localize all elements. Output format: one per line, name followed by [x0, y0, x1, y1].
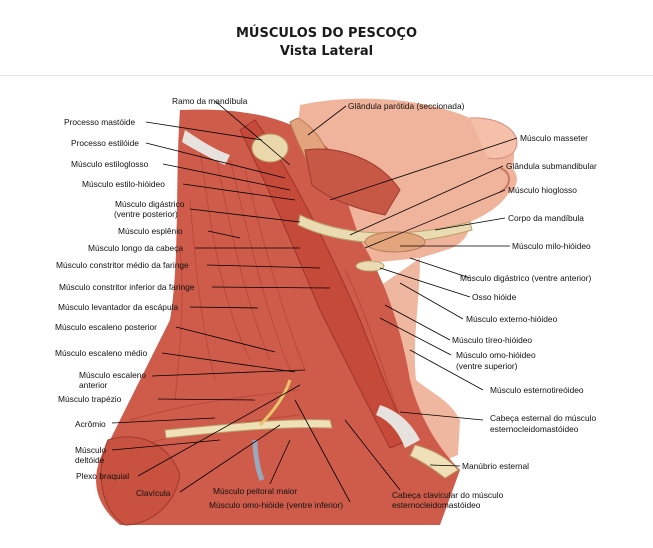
label-processo-mastoide: Processo mastóide	[64, 117, 136, 127]
label-constritor-medio: Músculo constritor médio da faringe	[56, 260, 189, 270]
clavicle-shape	[164, 419, 333, 439]
masseter-shape	[304, 148, 401, 216]
label-omo-hioideo-superior: Músculo omo-hióideo	[456, 350, 536, 360]
label-levantador-escapula: Músculo levantador da escápula	[58, 302, 179, 312]
label-ramo-mandibula: Ramo da mandíbula	[172, 96, 248, 106]
sternocleidomastoid-shape	[239, 119, 411, 449]
label-escaleno-posterior: Músculo escaleno posterior	[55, 322, 157, 332]
label-musculo-estiloglosso: Músculo estiloglosso	[71, 159, 149, 169]
label-corpo-mandibula: Corpo da mandíbula	[508, 213, 584, 223]
label-escaleno-anterior-sub: anterior	[79, 380, 108, 390]
page-subtitle: Vista Lateral	[279, 44, 374, 59]
label-cabeca-clavicular: Cabeça clavicular do músculo	[392, 490, 504, 500]
mandible-shape	[297, 214, 473, 244]
nose-shape	[469, 117, 518, 160]
label-omo-hioideo-superior-sub: (ventre superior)	[456, 361, 518, 371]
label-omo-hioideo-inferior: Músculo omo-hióide (ventre inferior)	[209, 500, 344, 510]
label-cabeca-esternal-sub: esternocleidomastóideo	[490, 424, 579, 434]
lips-shape	[499, 167, 510, 193]
label-clavicula: Clavícula	[136, 488, 171, 498]
neck-muscle-mass	[96, 109, 461, 525]
label-peitoral-maior: Músculo peitoral maior	[213, 486, 298, 496]
label-deltoide-sub: deltóide	[75, 455, 105, 465]
leader-lines	[111, 100, 518, 503]
deltoid-shape	[100, 436, 181, 526]
label-plexo-braquial: Plexo braquial	[76, 471, 130, 481]
label-osso-hioide: Osso hióide	[472, 292, 517, 302]
label-processo-estiloide: Processo estilóide	[71, 138, 139, 148]
page-title: MÚSCULOS DO PESCOÇO	[235, 26, 418, 41]
header-divider	[0, 75, 653, 76]
label-hioglosso: Músculo hioglosso	[508, 185, 577, 195]
label-musculo-digastrico-posterior: Músculo digástrico	[115, 199, 185, 209]
label-tireo-hioideo: Músculo tíreo-hióideo	[452, 335, 533, 345]
brachial-plexus-shape	[258, 379, 292, 427]
label-glandula-submandibular: Glândula submandibular	[506, 161, 597, 171]
upper-tendon-shape	[182, 130, 230, 165]
label-trapezio: Músculo trapézio	[58, 394, 122, 404]
label-digastrico-anterior: Músculo digástrico (ventre anterior)	[460, 273, 592, 283]
label-masseter: Músculo masseter	[520, 133, 588, 143]
label-deltoide: Músculo	[75, 445, 107, 455]
hyoid-bone-shape	[355, 260, 385, 272]
label-escaleno-anterior: Músculo escaleno	[79, 370, 147, 380]
label-escaleno-medio: Músculo escaleno médio	[55, 348, 148, 358]
label-glandula-parotida: Glândula parótida (seccionada)	[348, 101, 465, 111]
label-esternotireoideo: Músculo esternotireóideo	[490, 385, 584, 395]
label-musculo-estilo-hioideo: Músculo estilo-hióideo	[82, 179, 165, 189]
label-milo-hioideo: Músculo milo-hióideo	[512, 241, 591, 251]
submandibular-gland-shape	[364, 231, 426, 253]
label-musculo-longo-cabeca: Músculo longo da cabeça	[88, 243, 183, 253]
label-externo-hioideo: Músculo externo-hióideo	[466, 314, 558, 324]
label-manubrio: Manúbrio esternal	[462, 461, 530, 471]
label-cabeca-esternal: Cabeça esternal do músculo	[490, 413, 597, 423]
label-acromio: Acrômio	[75, 419, 106, 429]
manubrium-shape	[409, 444, 459, 479]
vessel-shape	[252, 439, 265, 481]
label-cabeca-clavicular-sub: esternocleidomastóideo	[392, 500, 481, 510]
label-constritor-inferior: Músculo constritor inferior da faringe	[59, 282, 195, 292]
label-musculo-digastrico-posterior-sub: (ventre posterior)	[114, 209, 178, 219]
label-musculo-esplenio: Músculo esplênio	[118, 226, 183, 236]
lower-tendon-shape	[376, 405, 420, 448]
